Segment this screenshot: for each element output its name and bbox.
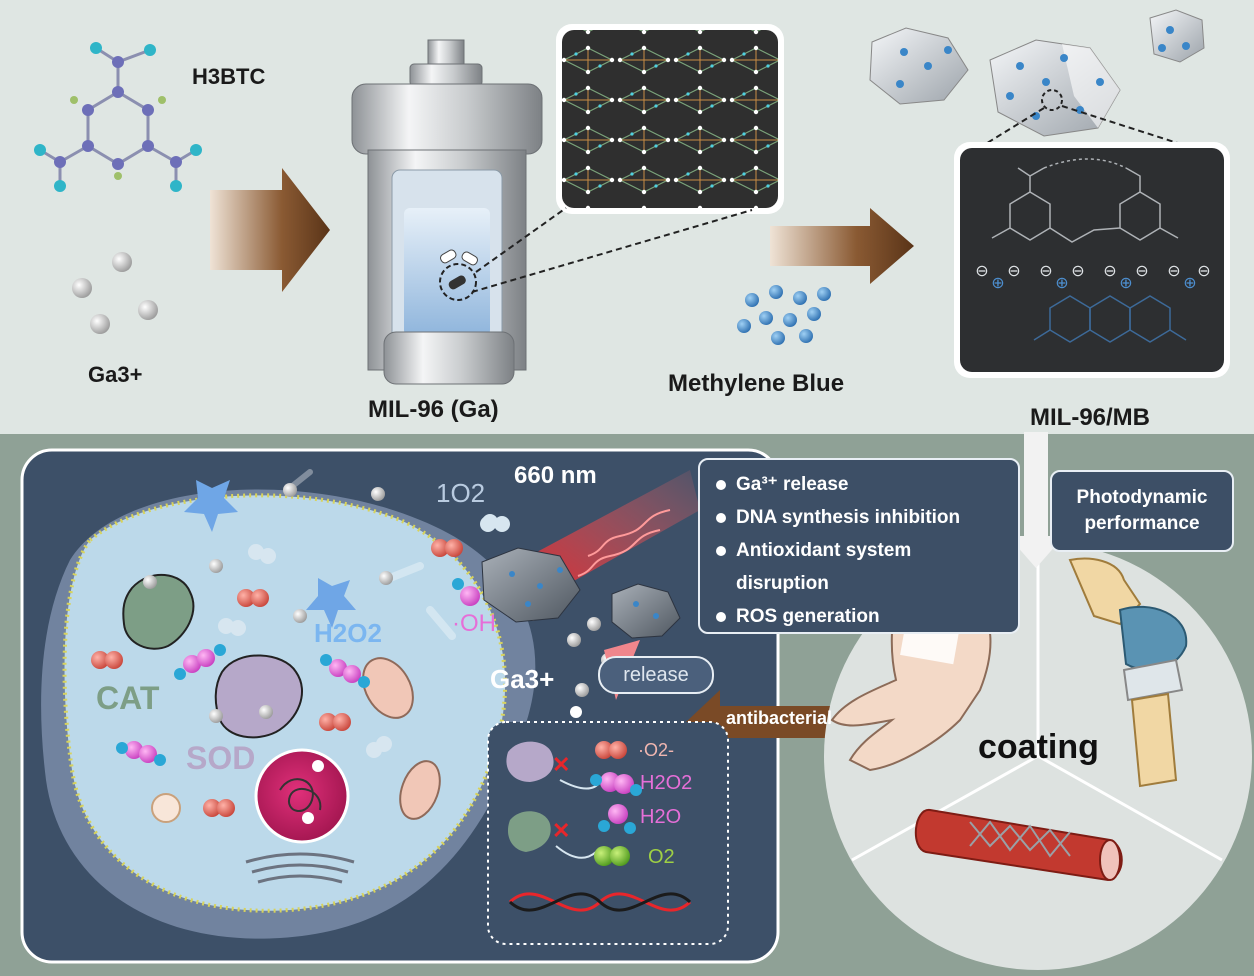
autoclave-icon — [351, 39, 543, 385]
svg-text:⊕: ⊕ — [1183, 275, 1196, 292]
svg-text:⊖: ⊖ — [1071, 263, 1084, 280]
mof-structure-inset — [471, 24, 784, 293]
inset-oxygen-label: O2 — [648, 846, 675, 868]
svg-text:⊖: ⊖ — [1167, 263, 1180, 280]
hydroxyl-icon — [460, 586, 480, 606]
methylene-blue-icon — [737, 285, 831, 345]
singlet-oxygen-label: 1O2 — [436, 478, 486, 508]
mof-crystals-icon — [869, 9, 1219, 157]
svg-text:⊖: ⊖ — [1103, 263, 1116, 280]
h3btc-label: H3BTC — [192, 64, 266, 89]
inset-superoxide-label: ·O2- — [638, 740, 674, 760]
sector-divider — [1037, 754, 1223, 862]
cat-label: CAT — [96, 680, 160, 716]
coating-label: coating — [978, 728, 1099, 766]
golgi-icon — [245, 852, 355, 884]
gallium-ion-label: Ga3+ — [88, 362, 143, 387]
methylene-blue-label: Methylene Blue — [668, 370, 845, 397]
peroxide-molecules-icon — [116, 644, 370, 766]
release-pill: release — [598, 656, 714, 694]
gallium-ions-icon — [72, 252, 158, 334]
transporter-icon — [184, 480, 238, 532]
oxygen-molecules-icon — [91, 539, 463, 817]
effect-item: Ga³⁺ release — [714, 468, 1008, 501]
stent-vessel-icon — [914, 809, 1123, 882]
svg-text:⊖: ⊖ — [1135, 263, 1148, 280]
sod-label: SOD — [186, 740, 256, 776]
inset-molecules-icon — [590, 741, 642, 866]
hydroxyl-icon — [452, 578, 464, 590]
inhibit-mark-icon: ✕ — [552, 752, 570, 777]
release-label: release — [623, 664, 689, 686]
effects-list: Ga³⁺ release DNA synthesis inhibition An… — [700, 460, 1018, 641]
vesicle-icon — [151, 793, 181, 823]
svg-text:⊕: ⊕ — [1119, 275, 1132, 292]
effect-item: ROS generation — [714, 600, 1008, 633]
effect-item: Antioxidant system disruption — [714, 534, 1008, 600]
synthesis-arrow-icon — [210, 168, 330, 292]
h3btc-molecule-icon — [34, 42, 202, 192]
svg-text:⊕: ⊕ — [1055, 275, 1068, 292]
mb-chemistry-inset: ⊖ ⊖ ⊖ ⊖ ⊖ ⊖ ⊖ ⊖ ⊕ ⊕ ⊕ ⊕ — [954, 142, 1230, 378]
singlet-oxygen-icon — [480, 516, 496, 532]
peroxide-label: H2O2 — [314, 618, 382, 648]
inset-peroxide-label: H2O2 — [640, 772, 693, 794]
gallium-mechanism-label: Ga3+ — [490, 664, 555, 694]
mil96-mb-label: MIL-96/MB — [1030, 404, 1150, 431]
performance-box: Photodynamic performance — [1050, 470, 1234, 552]
sod-enzyme-icon — [506, 741, 554, 782]
svg-text:⊖: ⊖ — [975, 263, 988, 280]
effect-item: DNA synthesis inhibition — [714, 501, 1008, 534]
svg-text:⊖: ⊖ — [1197, 263, 1210, 280]
reaction-inset — [487, 721, 729, 945]
antibacterial-label: antibacterial — [726, 708, 833, 728]
mof-particle-icon — [481, 547, 681, 639]
mof-label: MIL-96 (Ga) — [368, 396, 499, 423]
dna-helix-icon — [508, 892, 692, 912]
cat-enzyme-icon — [507, 811, 551, 852]
mitochondrion-icon — [399, 760, 441, 820]
svg-text:⊖: ⊖ — [1039, 263, 1052, 280]
nucleus-icon — [254, 748, 350, 844]
sector-divider — [851, 754, 1039, 862]
light-wave-icon — [577, 509, 671, 577]
reaction-curve-icon — [555, 845, 597, 859]
mitochondrion-icon — [362, 657, 414, 719]
inset-water-label: H2O — [640, 806, 682, 828]
cat-enzyme-icon — [122, 573, 195, 650]
loading-arrow-icon — [770, 208, 914, 284]
inhibit-mark-icon: ✕ — [552, 818, 570, 843]
performance-label: Photodynamic performance — [1076, 487, 1208, 534]
hydroxyl-label: ·OH — [452, 610, 496, 637]
wavelength-label: 660 nm — [514, 462, 597, 489]
svg-text:⊕: ⊕ — [991, 275, 1004, 292]
flow-arrow-icon — [1008, 432, 1064, 568]
dna-tangle-icon — [279, 778, 322, 812]
transporter-icon — [306, 578, 356, 628]
knee-implant-icon — [1068, 557, 1188, 788]
svg-text:⊖: ⊖ — [1007, 263, 1020, 280]
effects-box: Ga³⁺ release DNA synthesis inhibition An… — [698, 458, 1020, 634]
